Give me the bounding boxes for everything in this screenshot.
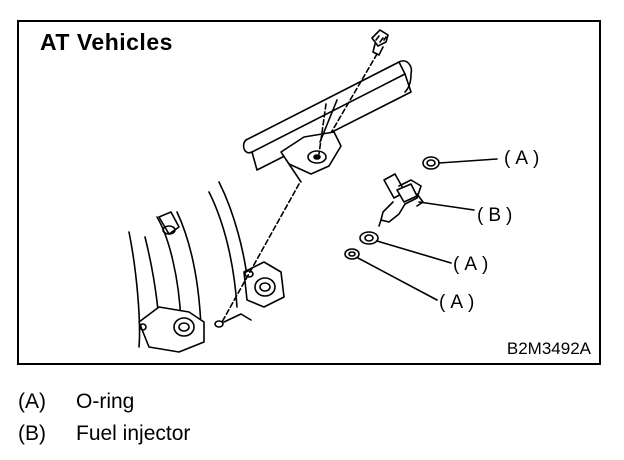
figure-code: B2M3492A [506,339,591,358]
figure-title: AT Vehicles [40,29,173,55]
callout-a-low: (A) [439,292,480,313]
o-ring-top [422,156,498,170]
legend-key: (B) [18,422,46,445]
legend-item: (A) O-ring [18,386,190,418]
fuel-injector-diagram [128,29,498,353]
figure-frame: AT Vehicles (A) (B) (A) (A) B2M3492A [17,20,601,365]
legend: (A) O-ring (B) Fuel injector [18,386,190,450]
legend-key: (A) [18,390,46,413]
callout-a-top: (A) [504,148,545,169]
intake-manifold-illustration [128,181,300,353]
o-ring-lower [344,248,438,301]
legend-label: Fuel injector [76,422,191,445]
o-ring-middle [359,231,452,264]
callout-b: (B) [477,205,518,226]
callout-a-mid: (A) [453,254,494,275]
legend-item: (B) Fuel injector [18,418,190,450]
legend-label: O-ring [76,390,135,413]
fuel-pipe-illustration [242,60,413,183]
fuel-injector-illustration [378,173,475,227]
